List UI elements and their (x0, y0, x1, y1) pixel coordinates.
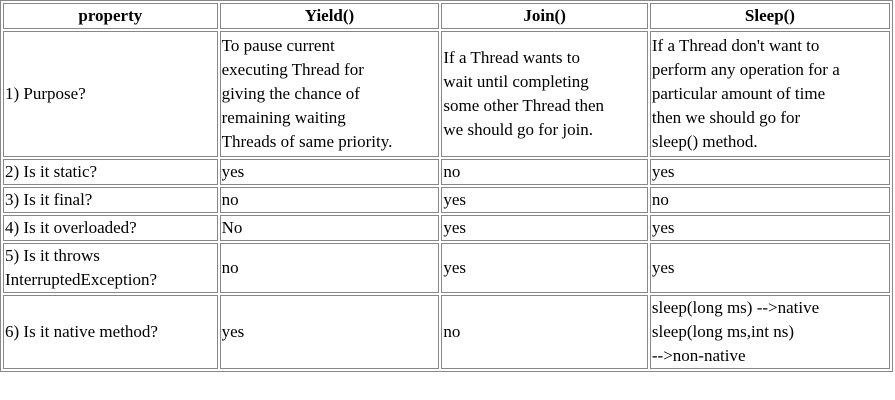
cell-property: 1) Purpose? (3, 31, 218, 157)
cell-property: 4) Is it overloaded? (3, 215, 218, 241)
cell-join: yes (441, 187, 648, 213)
header-join: Join() (441, 3, 648, 29)
cell-property: 2) Is it static? (3, 159, 218, 185)
table-row: 2) Is it static? yes no yes (3, 159, 890, 185)
table-row: 6) Is it native method? yes no sleep(lon… (3, 295, 890, 369)
cell-join: no (441, 295, 648, 369)
cell-yield: yes (219, 159, 440, 185)
cell-sleep: yes (649, 243, 890, 293)
cell-property: 3) Is it final? (3, 187, 218, 213)
cell-sleep: yes (649, 215, 890, 241)
cell-sleep: yes (649, 159, 890, 185)
cell-sleep: sleep(long ms) -->native sleep(long ms,i… (649, 295, 890, 369)
cell-yield: To pause current executing Thread for gi… (219, 31, 440, 157)
cell-property: 5) Is it throws InterruptedException? (3, 243, 218, 293)
header-yield: Yield() (219, 3, 440, 29)
table-row: 3) Is it final? no yes no (3, 187, 890, 213)
header-sleep: Sleep() (649, 3, 890, 29)
cell-property: 6) Is it native method? (3, 295, 218, 369)
cell-join: If a Thread wants to wait until completi… (441, 31, 648, 157)
table-row: 4) Is it overloaded? No yes yes (3, 215, 890, 241)
cell-sleep: If a Thread don't want to perform any op… (649, 31, 890, 157)
cell-yield: no (219, 243, 440, 293)
table-row: 5) Is it throws InterruptedException? no… (3, 243, 890, 293)
table-header-row: property Yield() Join() Sleep() (3, 3, 890, 29)
cell-yield: no (219, 187, 440, 213)
cell-yield: No (219, 215, 440, 241)
cell-join: yes (441, 243, 648, 293)
thread-methods-comparison-table: property Yield() Join() Sleep() 1) Purpo… (0, 0, 893, 372)
header-property: property (3, 3, 218, 29)
cell-sleep: no (649, 187, 890, 213)
cell-join: yes (441, 215, 648, 241)
cell-yield: yes (219, 295, 440, 369)
cell-join: no (441, 159, 648, 185)
table-row: 1) Purpose? To pause current executing T… (3, 31, 890, 157)
